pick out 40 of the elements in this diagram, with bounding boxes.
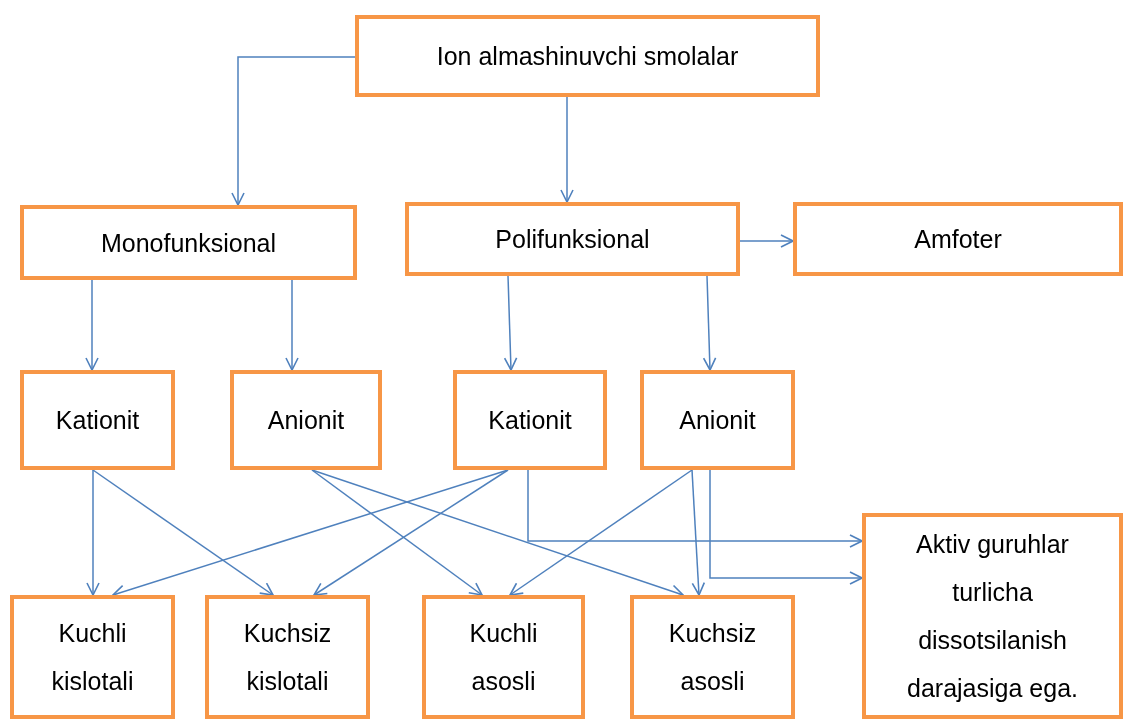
box-label: Kuchsiz asosli: [667, 618, 758, 697]
box-label: Kuchli kislotali: [50, 618, 135, 697]
box-label: Kuchsiz kislotali: [242, 618, 333, 697]
arrow: [311, 469, 684, 598]
box-label: Amfoter: [914, 224, 1002, 255]
arrow: [85, 279, 99, 371]
arrow: [231, 56, 356, 206]
process-box: [453, 370, 607, 470]
process-box: [230, 370, 382, 470]
process-box: [862, 513, 1123, 719]
process-box: [793, 202, 1123, 276]
box-label: Polifunksional: [495, 224, 650, 255]
arrow: [86, 469, 100, 596]
arrow: [702, 275, 717, 371]
process-box: [10, 595, 175, 719]
box-label: Monofunksional: [100, 227, 277, 259]
process-box: [630, 595, 795, 719]
box-label: Kationit: [55, 405, 140, 436]
arrow: [509, 469, 693, 596]
arrow: [503, 275, 518, 371]
process-box: [640, 370, 795, 470]
box-label: Anionit: [267, 405, 345, 436]
arrow: [709, 469, 863, 585]
box-label: Kationit: [488, 405, 572, 436]
box-label: Aktiv guruhlar turlicha dissotsilanish darajasiga ega.: [906, 529, 1079, 704]
process-box: [355, 15, 820, 97]
box-label: Ion almashinuvchi smolalar: [436, 41, 739, 72]
box-label: Kuchli asosli: [468, 618, 539, 697]
process-box: [405, 202, 740, 276]
process-box: [205, 595, 370, 719]
arrow: [285, 279, 299, 371]
arrow: [691, 469, 706, 596]
arrow: [92, 469, 274, 596]
box-label: Anionit: [679, 405, 756, 436]
arrow: [739, 234, 794, 248]
process-box: [20, 370, 175, 470]
arrow: [560, 96, 574, 203]
process-box: [20, 205, 357, 280]
arrow: [527, 469, 863, 548]
process-box: [422, 595, 585, 719]
